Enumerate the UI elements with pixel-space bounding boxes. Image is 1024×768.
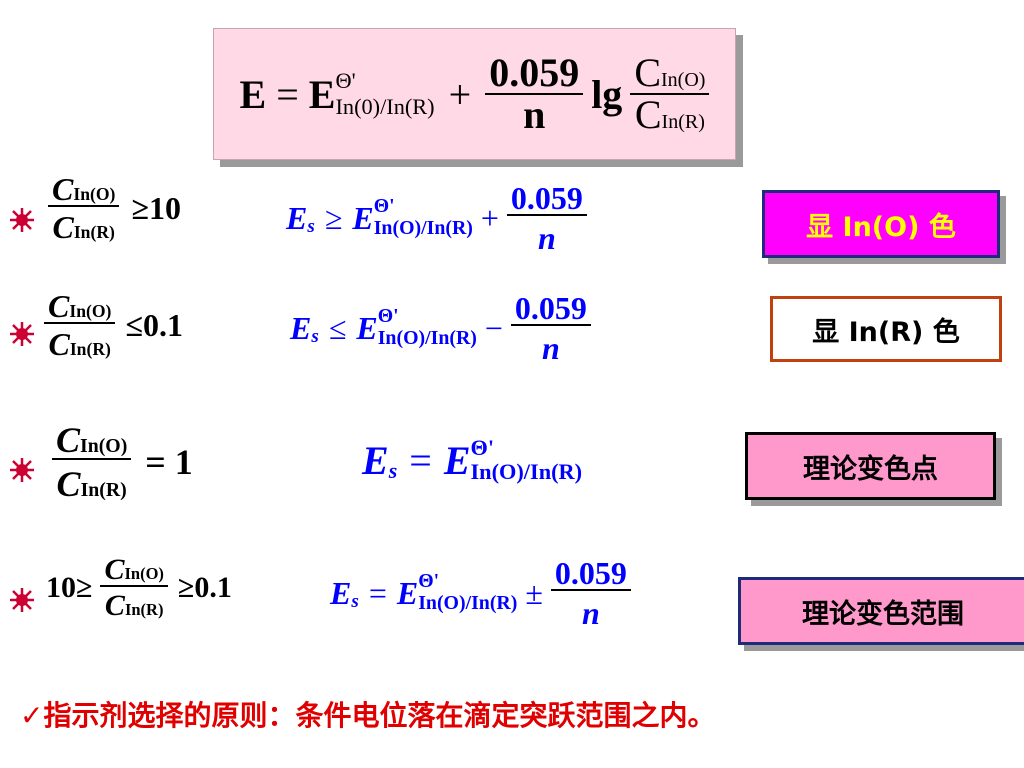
main-C-num-sub: In(O) — [661, 69, 706, 91]
main-conc-ratio: CIn(O) CIn(R) — [630, 50, 710, 137]
main-E-scripts: Θ' In(0)/In(R) — [335, 67, 435, 119]
row2-ineq: ≤0.1 — [125, 306, 183, 343]
starburst-bullet-icon — [10, 458, 34, 482]
label-theoretical-transition-point: 理论变色点 — [745, 432, 996, 500]
main-E: E — [308, 71, 336, 117]
row3-condition: CIn(O) CIn(R) = 1 — [52, 422, 193, 502]
main-lg: lg — [591, 71, 623, 117]
label-show-inox-color: 显 In(O) 色 — [762, 190, 1000, 258]
row2-condition: CIn(O) CIn(R) ≤0.1 — [44, 290, 183, 360]
starburst-bullet-icon — [10, 322, 34, 346]
label-show-inred-color: 显 In(R) 色 — [770, 296, 1002, 362]
main-eq: = — [276, 71, 299, 117]
row3-eq: = 1 — [145, 442, 193, 482]
main-sup: Θ' — [335, 67, 356, 93]
main-sub: In(0)/In(R) — [335, 94, 435, 119]
row4-prefix: 10≥ — [46, 571, 93, 604]
principle-statement: ✓指示剂选择的原则：条件电位落在滴定突跃范围之内。 — [20, 694, 1010, 734]
row4-condition: 10≥ CIn(O) CIn(R) ≥0.1 — [46, 553, 232, 622]
main-C-den: C — [634, 92, 662, 137]
main-C-den-sub: In(R) — [661, 111, 705, 133]
row4-ineq: ≥0.1 — [177, 571, 232, 604]
main-lhs: E — [239, 71, 267, 117]
label-theoretical-transition-range: 理论变色范围 — [738, 577, 1024, 645]
main-num: 0.059 — [489, 50, 580, 95]
main-C-num: C — [634, 50, 661, 95]
principle-text: 指示剂选择的原则：条件电位落在滴定突跃范围之内。 — [43, 699, 716, 732]
main-fraction: 0.059 n — [485, 50, 584, 137]
main-plus: + — [448, 71, 472, 117]
checkmark-icon: ✓ — [20, 699, 44, 732]
row1-condition: CIn(O) CIn(R) ≥10 — [48, 173, 181, 243]
main-den: n — [523, 92, 546, 137]
row1-ratio: CIn(O) CIn(R) — [48, 173, 120, 243]
starburst-bullet-icon — [10, 588, 34, 612]
row1-ineq: ≥10 — [131, 189, 181, 226]
starburst-bullet-icon — [10, 208, 34, 232]
main-formula-box: E = E Θ' In(0)/In(R) + 0.059 n lg CIn(O)… — [213, 28, 736, 160]
